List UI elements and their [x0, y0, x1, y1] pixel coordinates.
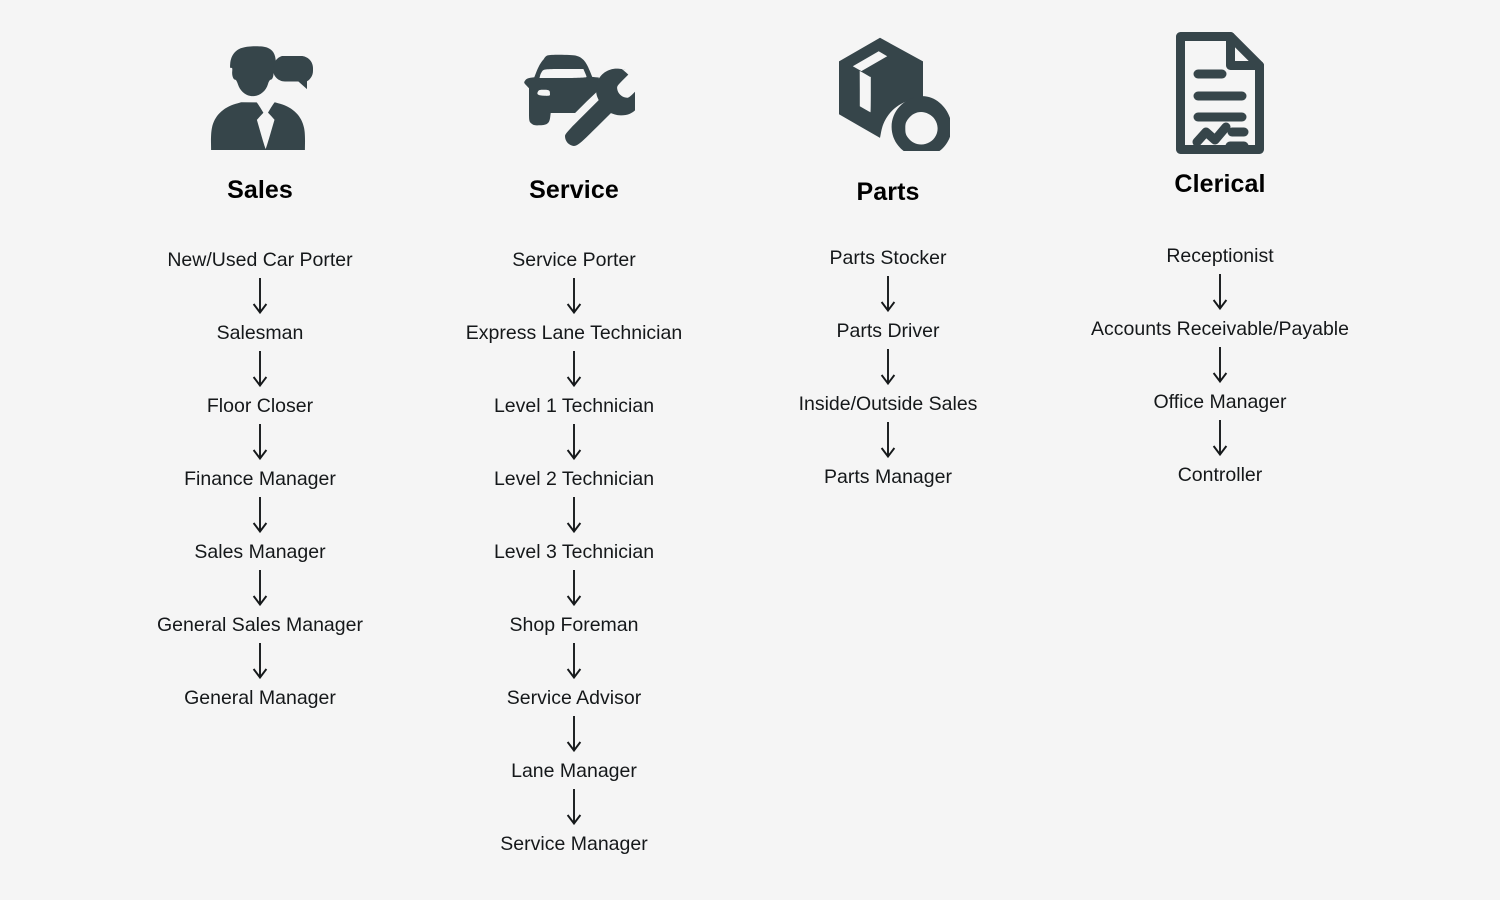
down-arrow-icon [247, 420, 273, 466]
career-step: Receptionist [1166, 245, 1274, 267]
column-heading-service: Service [529, 176, 619, 204]
down-arrow-icon [561, 566, 587, 612]
car-wrench-icon [504, 18, 644, 168]
down-arrow-icon [247, 493, 273, 539]
career-step: Service Porter [512, 249, 636, 271]
down-arrow-icon [247, 566, 273, 612]
parts-box-nut-icon [818, 18, 958, 168]
career-chain-clerical: Receptionist Accounts Receivable/Payable… [1040, 243, 1400, 488]
down-arrow-icon [1207, 416, 1233, 462]
down-arrow-icon [1207, 343, 1233, 389]
career-step: Finance Manager [184, 468, 336, 490]
career-chain-service: Service Porter Express Lane Technician L… [394, 247, 754, 857]
career-step: New/Used Car Porter [167, 249, 353, 271]
career-chain-parts: Parts Stocker Parts Driver Inside/Outsid… [708, 245, 1068, 490]
career-column-sales: Sales New/Used Car Porter Salesman Floor… [80, 0, 440, 711]
down-arrow-icon [561, 712, 587, 758]
down-arrow-icon [247, 274, 273, 320]
down-arrow-icon [561, 493, 587, 539]
down-arrow-icon [561, 347, 587, 393]
down-arrow-icon [1207, 270, 1233, 316]
career-step: Shop Foreman [509, 614, 639, 636]
career-step: Level 3 Technician [493, 541, 655, 563]
down-arrow-icon [875, 345, 901, 391]
career-step: Office Manager [1153, 391, 1287, 413]
down-arrow-icon [875, 272, 901, 318]
down-arrow-icon [875, 418, 901, 464]
career-chain-sales: New/Used Car Porter Salesman Floor Close… [80, 247, 440, 711]
down-arrow-icon [561, 420, 587, 466]
column-heading-sales: Sales [227, 176, 293, 204]
career-step: Parts Manager [824, 466, 952, 488]
career-step: Accounts Receivable/Payable [1091, 318, 1349, 340]
career-step: Express Lane Technician [465, 322, 683, 344]
down-arrow-icon [561, 785, 587, 831]
down-arrow-icon [247, 347, 273, 393]
career-column-service: Service Service Porter Express Lane Tech… [394, 0, 754, 857]
career-step: Controller [1177, 464, 1263, 486]
down-arrow-icon [561, 639, 587, 685]
salesperson-speech-bubble-icon [190, 18, 330, 168]
career-step: Inside/Outside Sales [798, 393, 978, 415]
career-step: Service Manager [500, 833, 648, 855]
career-step: General Sales Manager [157, 614, 363, 636]
career-column-parts: Parts Parts Stocker Parts Driver Inside/… [708, 0, 1068, 490]
career-column-clerical: Clerical Receptionist Accounts Receivabl… [1040, 0, 1400, 488]
career-step: Floor Closer [206, 395, 314, 417]
career-step: Level 1 Technician [493, 395, 655, 417]
column-heading-parts: Parts [856, 178, 920, 206]
career-step: Salesman [216, 322, 304, 344]
career-step: Lane Manager [511, 760, 637, 782]
down-arrow-icon [561, 274, 587, 320]
career-step: General Manager [184, 687, 336, 709]
career-step: Parts Driver [836, 320, 940, 342]
column-heading-clerical: Clerical [1174, 170, 1266, 198]
career-step: Sales Manager [194, 541, 326, 563]
down-arrow-icon [247, 639, 273, 685]
career-step: Level 2 Technician [493, 468, 655, 490]
document-chart-icon [1150, 18, 1290, 168]
career-step: Service Advisor [506, 687, 642, 709]
career-step: Parts Stocker [829, 247, 947, 269]
